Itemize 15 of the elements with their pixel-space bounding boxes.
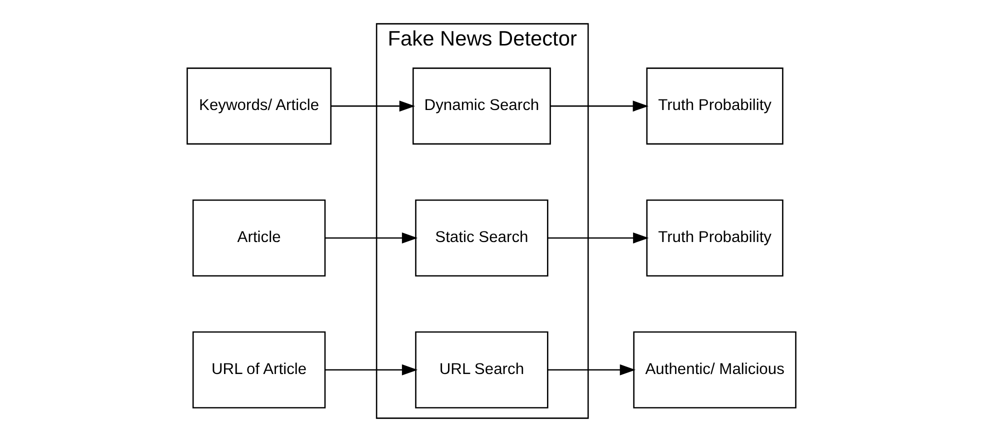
arrow [548, 364, 636, 376]
node-box: Keywords/ Article [186, 68, 332, 145]
arrow [550, 100, 648, 112]
arrow [548, 232, 649, 244]
node-box: Truth Probability [646, 68, 784, 145]
node-box: Dynamic Search [412, 68, 551, 145]
node-box: Authentic/ Malicious [633, 331, 796, 408]
node-box: URL Search [415, 331, 548, 408]
node-box: Truth Probability [646, 199, 784, 276]
node-box: Static Search [415, 199, 548, 276]
arrow [331, 100, 416, 112]
node-box: URL of Article [192, 331, 326, 408]
node-box: Article [192, 199, 326, 276]
arrow [325, 364, 418, 376]
arrow [325, 232, 418, 244]
